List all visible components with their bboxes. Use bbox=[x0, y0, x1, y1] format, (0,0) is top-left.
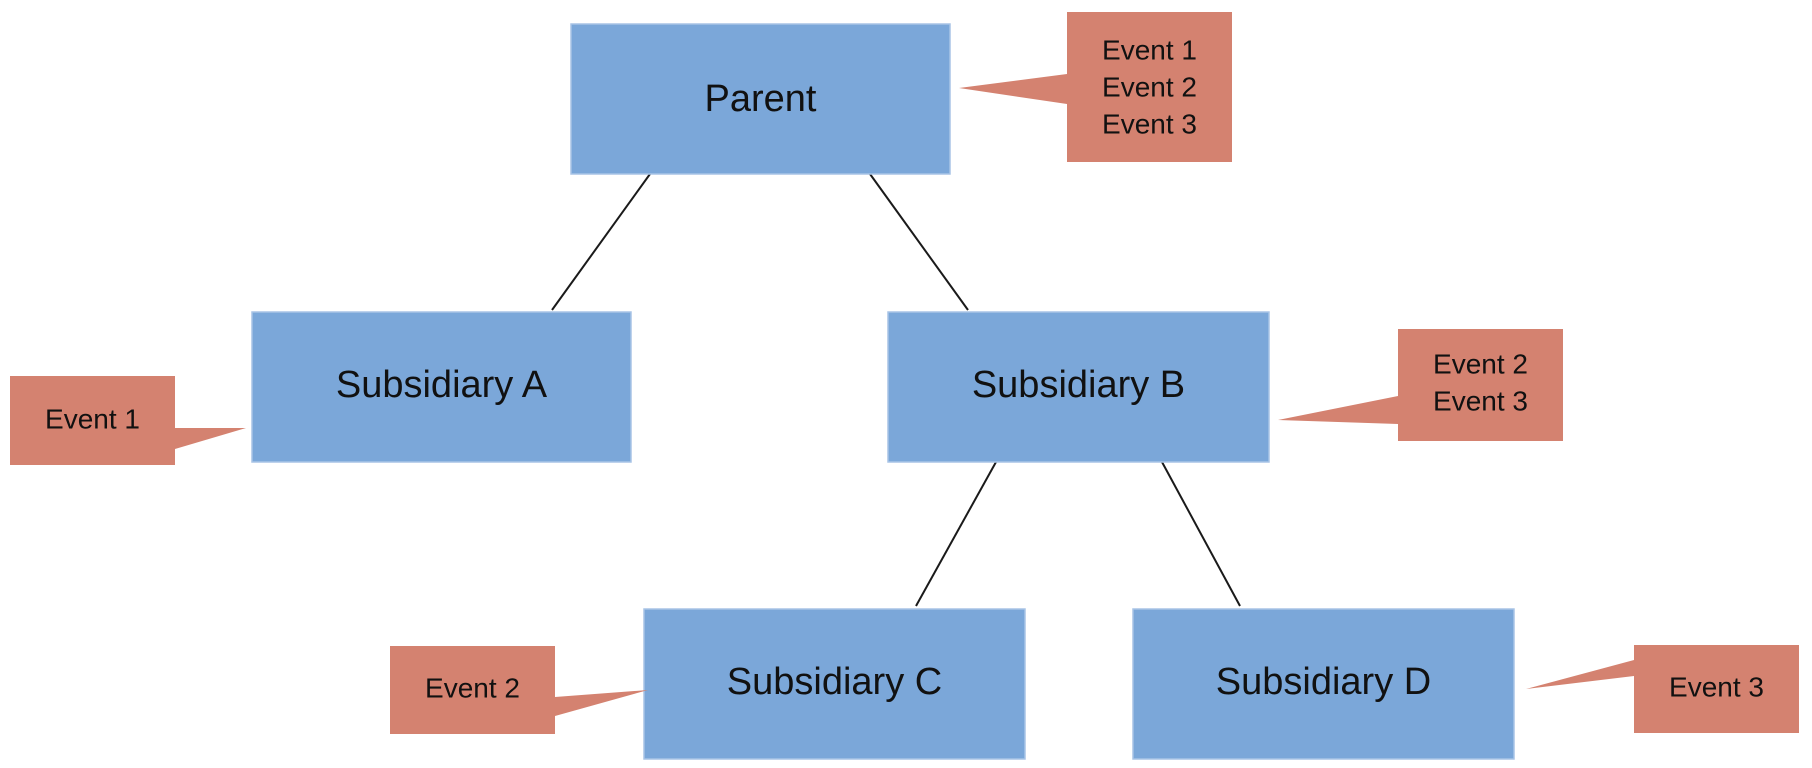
callout-subsidiary-c-shape bbox=[390, 646, 648, 734]
callout-parent: Event 1 Event 2 Event 3 bbox=[959, 12, 1232, 162]
edge-parent-subsidiary-b bbox=[869, 173, 969, 311]
edge-subsidiary-b-subsidiary-c bbox=[915, 461, 997, 607]
node-subsidiary-b-label: Subsidiary B bbox=[972, 364, 1185, 406]
node-subsidiary-a-box bbox=[251, 311, 632, 463]
node-subsidiary-b[interactable]: Subsidiary B bbox=[887, 311, 1270, 463]
callout-subsidiary-a: Event 1 bbox=[10, 376, 246, 465]
edge-parent-subsidiary-a bbox=[551, 173, 651, 311]
callout-subsidiary-d-shape bbox=[1526, 645, 1799, 733]
node-subsidiary-b-box bbox=[887, 311, 1270, 463]
callout-parent-line-2: Event 2 bbox=[1102, 71, 1197, 102]
callout-subsidiary-d: Event 3 bbox=[1526, 645, 1799, 733]
callout-parent-line-1: Event 1 bbox=[1102, 34, 1197, 65]
callout-subsidiary-b-line-1: Event 2 bbox=[1433, 348, 1528, 379]
node-subsidiary-c[interactable]: Subsidiary C bbox=[643, 608, 1026, 760]
callout-subsidiary-b: Event 2 Event 3 bbox=[1278, 329, 1563, 441]
node-subsidiary-d[interactable]: Subsidiary D bbox=[1132, 608, 1515, 760]
node-subsidiary-c-label: Subsidiary C bbox=[727, 661, 942, 703]
callout-parent-line-3: Event 3 bbox=[1102, 108, 1197, 139]
callout-subsidiary-a-line-1: Event 1 bbox=[45, 403, 140, 434]
callout-subsidiary-b-shape bbox=[1278, 329, 1563, 441]
node-parent-box bbox=[570, 23, 951, 175]
callout-subsidiary-b-line-2: Event 3 bbox=[1433, 385, 1528, 416]
node-subsidiary-a-label: Subsidiary A bbox=[336, 364, 548, 406]
callout-subsidiary-c-line-1: Event 2 bbox=[425, 672, 520, 703]
callout-subsidiary-a-shape bbox=[10, 376, 246, 465]
callout-subsidiary-c: Event 2 bbox=[390, 646, 648, 734]
callout-parent-shape bbox=[959, 12, 1232, 162]
node-subsidiary-d-label: Subsidiary D bbox=[1216, 661, 1431, 703]
node-subsidiary-c-box bbox=[643, 608, 1026, 760]
node-parent[interactable]: Parent bbox=[570, 23, 951, 175]
edge-subsidiary-b-subsidiary-d bbox=[1161, 461, 1241, 607]
node-subsidiary-a[interactable]: Subsidiary A bbox=[251, 311, 632, 463]
node-parent-label: Parent bbox=[705, 78, 817, 120]
callout-subsidiary-d-line-1: Event 3 bbox=[1669, 671, 1764, 702]
node-subsidiary-d-box bbox=[1132, 608, 1515, 760]
